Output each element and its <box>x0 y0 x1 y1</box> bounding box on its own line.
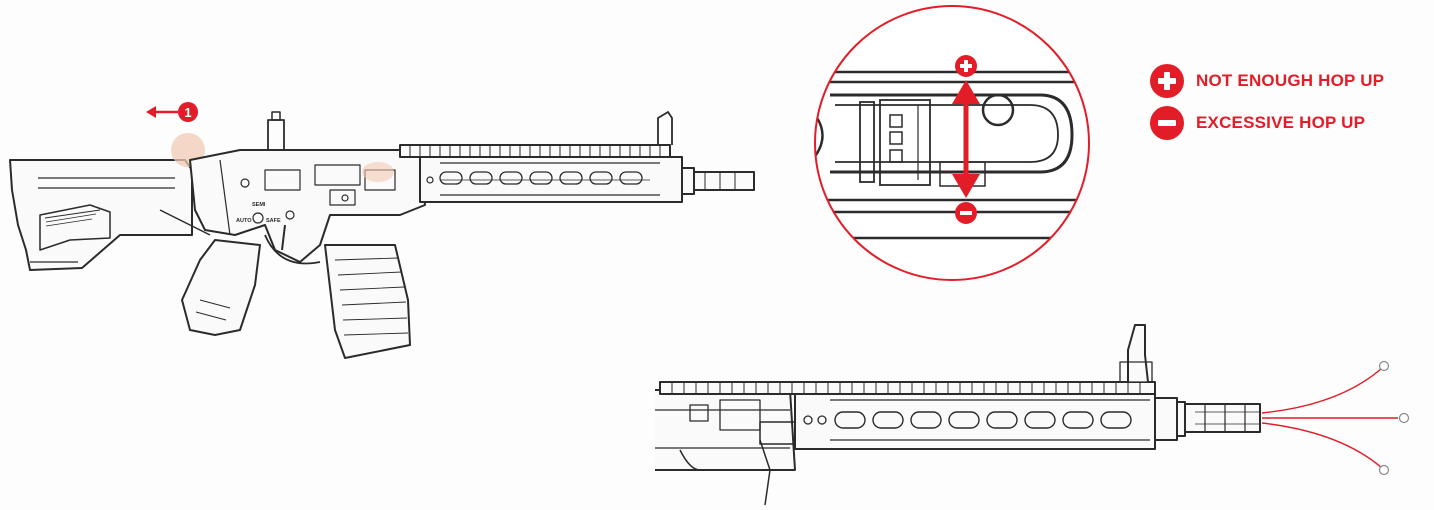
minus-marker-icon <box>955 202 977 224</box>
closeup-front-sight <box>1127 324 1149 383</box>
trigger <box>281 224 286 251</box>
rifle-full-view <box>9 111 755 359</box>
legend-minus-row: EXCESSIVE HOP UP <box>1150 106 1365 140</box>
hop-up-wheel <box>981 93 1015 127</box>
barrel-closeup-view <box>655 324 1261 506</box>
fire-selector-safe: SAFE <box>266 218 281 224</box>
flash-hider <box>693 171 755 191</box>
legend-plus-label: NOT ENOUGH HOP UP <box>1196 71 1385 90</box>
closeup-barrel-nut <box>1154 397 1178 441</box>
double-arrow-icon <box>952 80 980 198</box>
legend-minus-label: EXCESSIVE HOP UP <box>1196 113 1366 132</box>
minus-circle-icon <box>1150 106 1184 140</box>
pistol-grip <box>181 239 261 336</box>
rear-sight <box>267 119 285 150</box>
magazine <box>324 244 411 359</box>
ejection-port-highlight <box>362 162 394 182</box>
step-1-arrow <box>146 106 178 118</box>
step-number-badge: 1 <box>178 102 198 122</box>
closeup-flash-hider <box>1184 403 1261 433</box>
closeup-top-rail <box>659 381 1156 395</box>
plus-circle-icon <box>1150 64 1184 98</box>
bb-trajectory-lines <box>1261 367 1398 469</box>
hop-up-zoom-circle <box>814 5 1090 281</box>
barrel-nut <box>681 167 695 195</box>
fire-selector-auto: AUTO <box>236 218 252 224</box>
hop-up-slot <box>830 93 1074 174</box>
trajectory-endpoints <box>1378 360 1410 476</box>
arrow-left-icon <box>146 106 156 118</box>
front-sight <box>657 111 673 145</box>
fire-selector-semi: SEMI <box>252 202 266 208</box>
stock <box>9 159 193 271</box>
legend-plus-row: NOT ENOUGH HOP UP <box>1150 64 1384 98</box>
receiver-markings: SEMI AUTO SAFE <box>236 202 281 224</box>
plus-marker-icon <box>955 55 977 77</box>
trigger-guard <box>264 234 321 265</box>
